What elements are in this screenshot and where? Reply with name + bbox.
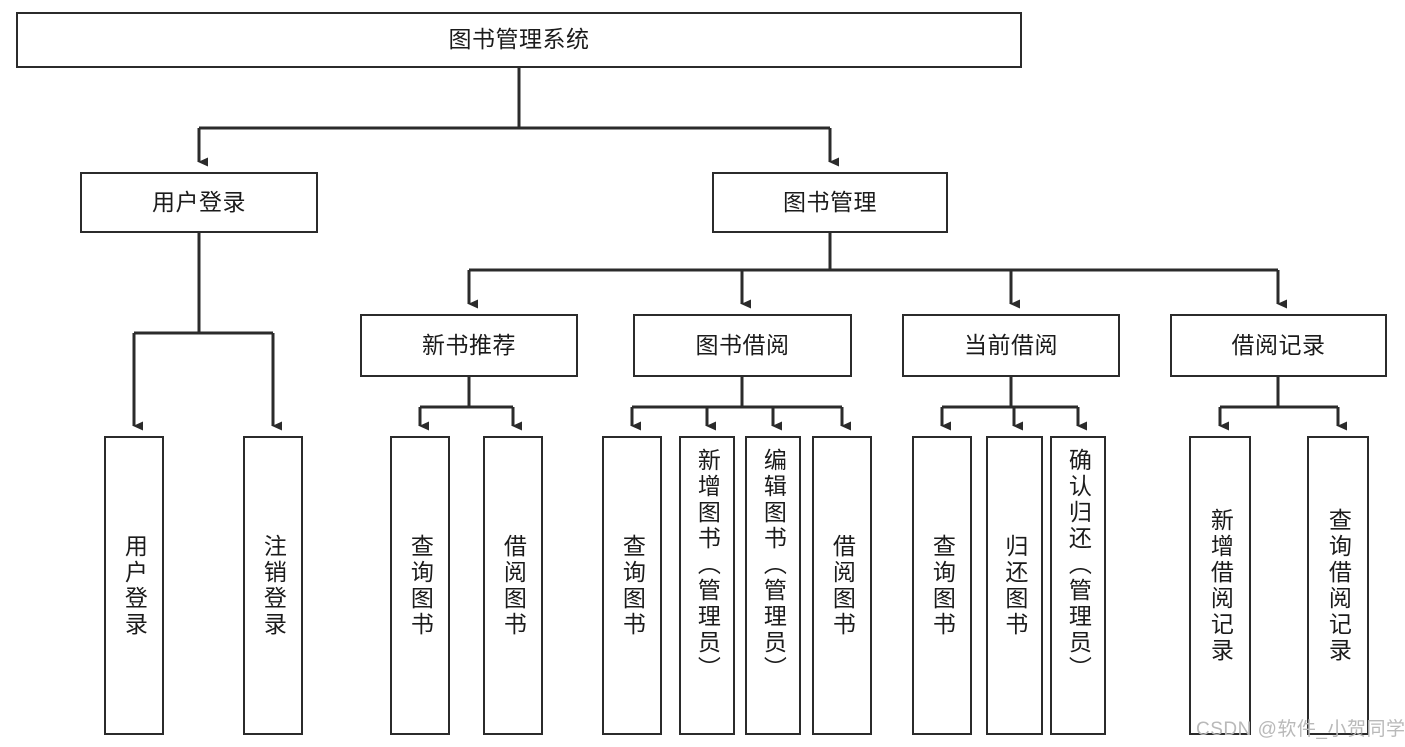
leaf-add-borrow-record[interactable]: 新增借阅记录 — [1189, 436, 1251, 735]
leaf-user-logout[interactable]: 注销登录 — [243, 436, 303, 735]
leaf-return-book[interactable]: 归还图书 — [986, 436, 1043, 735]
node-label: 图书管理系统 — [448, 26, 590, 53]
leaf-query-book-recommend[interactable]: 查询图书 — [390, 436, 450, 735]
node-label: 归还图书 — [1001, 533, 1028, 638]
node-label: 查询图书 — [619, 533, 646, 638]
node-label: 编辑图书（管理员） — [760, 448, 787, 682]
node-label: 借阅记录 — [1231, 331, 1326, 358]
node-book-borrow[interactable]: 图书借阅 — [633, 314, 852, 377]
node-label: 查询借阅记录 — [1325, 507, 1352, 664]
node-label: 新增图书（管理员） — [694, 448, 721, 682]
node-label: 图书借阅 — [695, 331, 790, 358]
node-label: 借阅图书 — [829, 533, 856, 638]
node-book-management[interactable]: 图书管理 — [712, 172, 948, 233]
node-label: 确认归还（管理员） — [1065, 448, 1092, 682]
node-label: 查询图书 — [929, 533, 956, 638]
leaf-add-book-admin[interactable]: 新增图书（管理员） — [679, 436, 735, 735]
leaf-confirm-return-admin[interactable]: 确认归还（管理员） — [1050, 436, 1106, 735]
node-label: 用户登录 — [152, 188, 246, 215]
leaf-query-borrow-record[interactable]: 查询借阅记录 — [1307, 436, 1369, 735]
node-label: 当前借阅 — [964, 331, 1058, 358]
csdn-watermark: CSDN @软件_小贺同学 — [1196, 719, 1405, 740]
node-borrow-record[interactable]: 借阅记录 — [1170, 314, 1387, 377]
node-label: 注销登录 — [260, 533, 287, 638]
node-current-borrow[interactable]: 当前借阅 — [902, 314, 1120, 377]
node-user-login[interactable]: 用户登录 — [80, 172, 318, 233]
leaf-query-book-borrow[interactable]: 查询图书 — [602, 436, 662, 735]
node-label: 用户登录 — [121, 533, 148, 638]
node-label: 查询图书 — [407, 533, 434, 638]
node-label: 新书推荐 — [422, 331, 516, 358]
node-label: 借阅图书 — [500, 533, 527, 638]
node-label: 图书管理 — [783, 188, 877, 215]
leaf-borrow-book-recommend[interactable]: 借阅图书 — [483, 436, 543, 735]
leaf-edit-book-admin[interactable]: 编辑图书（管理员） — [745, 436, 801, 735]
leaf-query-book-current[interactable]: 查询图书 — [912, 436, 972, 735]
node-label: 新增借阅记录 — [1207, 507, 1234, 664]
leaf-user-login[interactable]: 用户登录 — [104, 436, 164, 735]
node-root[interactable]: 图书管理系统 — [16, 12, 1022, 68]
leaf-borrow-book[interactable]: 借阅图书 — [812, 436, 872, 735]
node-new-book-recommend[interactable]: 新书推荐 — [360, 314, 578, 377]
